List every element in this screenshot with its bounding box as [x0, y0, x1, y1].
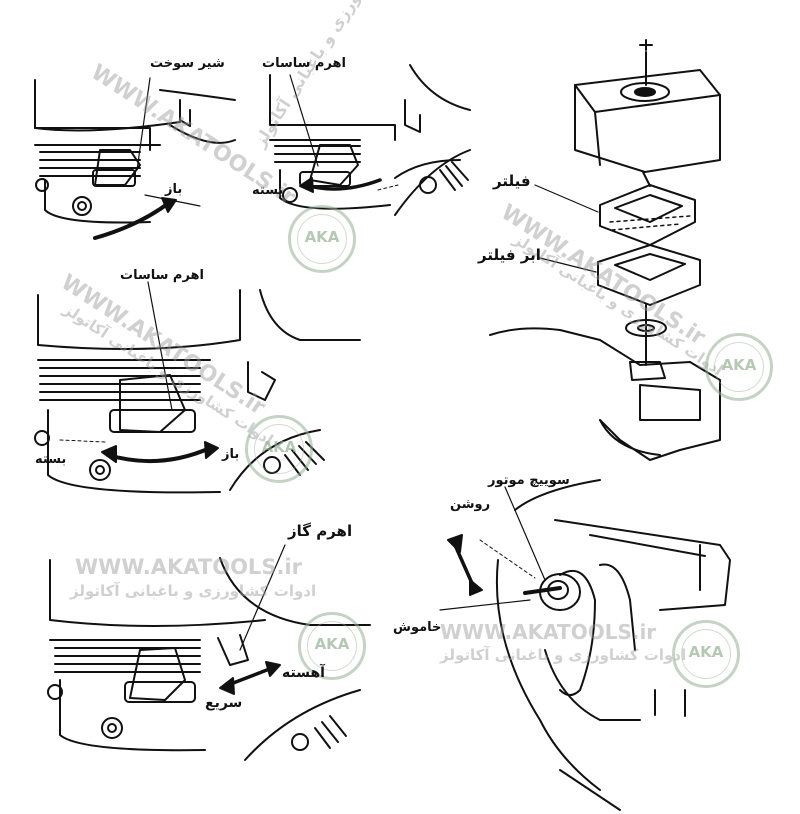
watermark-seal-5: AKA — [672, 620, 740, 688]
seal-text: AKA — [721, 356, 757, 374]
label-open-mid: باز — [222, 447, 240, 462]
label-choke-lever-top: اهرم ساسات — [262, 56, 347, 71]
seal-text: AKA — [261, 438, 297, 456]
panel-throttle — [47, 544, 371, 761]
panel-engine-switch — [439, 479, 731, 811]
panel-choke-top — [269, 64, 471, 216]
label-closed-top: بسته — [252, 183, 284, 198]
watermark-url-4: WWW.AKATOOLS.ir — [75, 555, 302, 579]
watermark-tagline-5: ادوات کشاورزی و باغبانی آکاتولز — [440, 646, 687, 664]
label-slow: آهسته — [282, 665, 325, 681]
label-on: روشن — [450, 497, 491, 512]
panel-air-filter — [489, 39, 721, 461]
label-fuel-valve: شیر سوخت — [150, 56, 225, 71]
panel-fuel-valve — [34, 77, 236, 240]
label-closed-mid: بسته — [35, 452, 67, 467]
watermark-seal-3: AKA — [298, 612, 366, 680]
watermark-url-5: WWW.AKATOOLS.ir — [440, 620, 657, 644]
label-foam-filter: ابر فیلتر — [478, 246, 541, 264]
label-filter: فیلتر — [493, 172, 531, 190]
label-off: خاموش — [393, 620, 442, 635]
seal-text: AKA — [314, 635, 350, 653]
watermark-seal-2: AKA — [245, 415, 313, 483]
watermark-seal-1: AKA — [288, 205, 356, 273]
label-open-top: باز — [165, 182, 183, 197]
watermark-seal-4: AKA — [705, 333, 773, 401]
panel-choke-mid — [34, 281, 361, 494]
label-fast: سریع — [205, 695, 243, 711]
seal-text: AKA — [304, 228, 340, 246]
label-engine-switch: سوییچ موتور — [488, 473, 570, 488]
label-throttle-lever: اهرم گاز — [288, 522, 353, 540]
seal-text: AKA — [688, 643, 724, 661]
watermark-tagline-4: ادوات کشاورزی و باغبانی آکاتولز — [70, 582, 317, 600]
label-choke-lever-mid: اهرم ساسات — [120, 268, 205, 283]
